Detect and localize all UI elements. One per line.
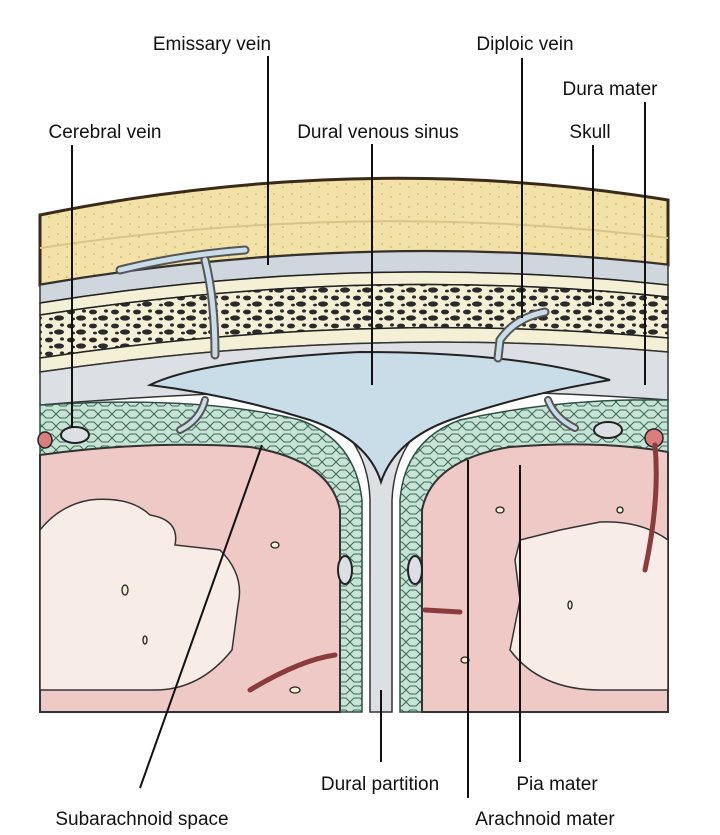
falx-vein-right — [407, 555, 423, 585]
cerebral-vein-right — [593, 421, 623, 439]
label-subarachnoid-space: Subarachnoid space — [55, 809, 228, 830]
cerebral-vein-left — [60, 426, 90, 444]
cortical-vessel-right-a — [422, 607, 463, 615]
falx-vein-left — [337, 555, 353, 585]
label-emissary-vein: Emissary vein — [153, 34, 271, 55]
label-cerebral-vein: Cerebral vein — [49, 122, 162, 143]
cortical-vessel-right-b — [642, 442, 659, 573]
label-diploic-vein: Diploic vein — [476, 34, 573, 55]
label-arachnoid-mater: Arachnoid mater — [475, 809, 615, 830]
scalp-inner-line — [39, 220, 669, 249]
label-skull: Skull — [569, 122, 610, 143]
cortical-vessel-left — [247, 652, 338, 693]
label-dural-venous-sinus: Dural venous sinus — [297, 122, 459, 143]
dural-venous-sinus-shape — [146, 350, 611, 486]
white-matter-right — [509, 521, 669, 691]
small-vessels — [121, 506, 624, 694]
cerebral-artery-left — [37, 431, 53, 449]
leader-subarachnoid-space — [139, 444, 263, 789]
white-matter-left — [39, 498, 241, 691]
label-dura-mater: Dura mater — [562, 79, 658, 100]
label-dural-partition: Dural partition — [321, 774, 439, 795]
label-pia-mater: Pia mater — [516, 774, 598, 795]
